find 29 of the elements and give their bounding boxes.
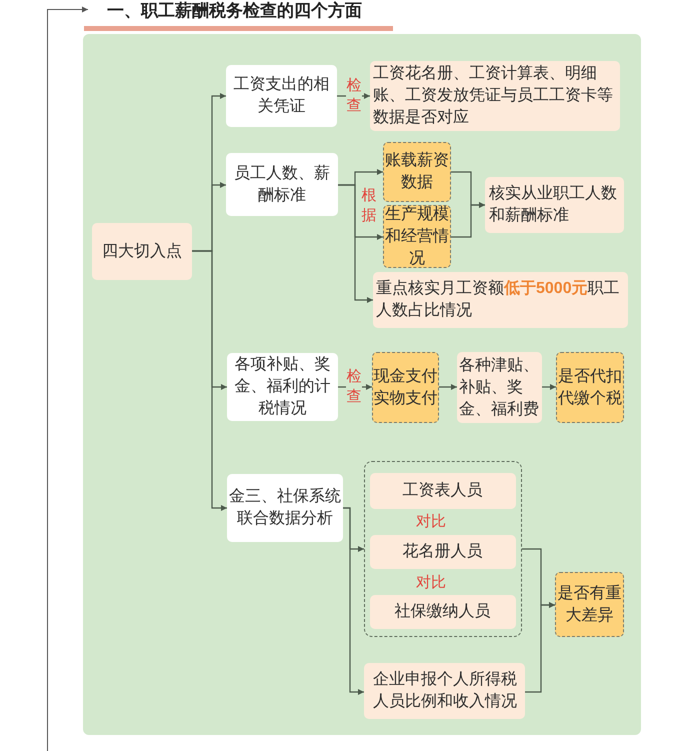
- dashed-box: 是否代扣代缴个税: [556, 352, 624, 423]
- connector-arrow: [451, 202, 485, 238]
- branch-box: 金三、社保系统联合数据分析: [227, 474, 343, 542]
- branch-box: 员工人数、薪酬标准: [226, 153, 338, 216]
- comparison-label: 对比: [416, 573, 446, 593]
- dashed-box: 现金支付实物支付: [372, 352, 439, 423]
- dashed-box: 生产规模和经营情况: [383, 205, 451, 268]
- connector-arrow: [439, 384, 457, 390]
- connector-arrow: [192, 250, 227, 511]
- detail-box: 重点核实月工资额低于5000元职工人数占比情况: [373, 272, 628, 328]
- connector-arrow: [542, 384, 556, 390]
- branch-box: 工资支出的相关凭证: [226, 65, 337, 127]
- detail-box: 社保缴纳人员: [370, 594, 516, 628]
- connector-arrow: [525, 602, 555, 693]
- dashed-box: 是否有重大差异: [555, 572, 624, 637]
- connector-arrow: [343, 507, 364, 695]
- connector-arrow: [338, 184, 373, 303]
- detail-box: 企业申报个人所得税人员比例和收入情况: [364, 663, 525, 719]
- detail-box: 工资花名册、工资计算表、明细账、工资发放凭证与员工工资卡等数据是否对应: [370, 61, 620, 131]
- detail-box: 各种津贴、补贴、奖金、福利费: [457, 352, 542, 423]
- dashed-group-frame: [364, 461, 522, 637]
- detail-box: 核实从业职工人数和薪酬标准: [485, 177, 624, 233]
- detail-box: 花名册人员: [370, 534, 516, 568]
- diagram-title: 一、职工薪酬税务检查的四个方面: [107, 0, 362, 21]
- detail-box: 工资表人员: [370, 472, 516, 508]
- root-box: 四大切入点: [92, 223, 192, 280]
- dashed-box: 账载薪资数据: [383, 142, 451, 202]
- branch-box: 各项补贴、奖金、福利的计税情况: [227, 353, 338, 421]
- comparison-label: 对比: [416, 512, 446, 532]
